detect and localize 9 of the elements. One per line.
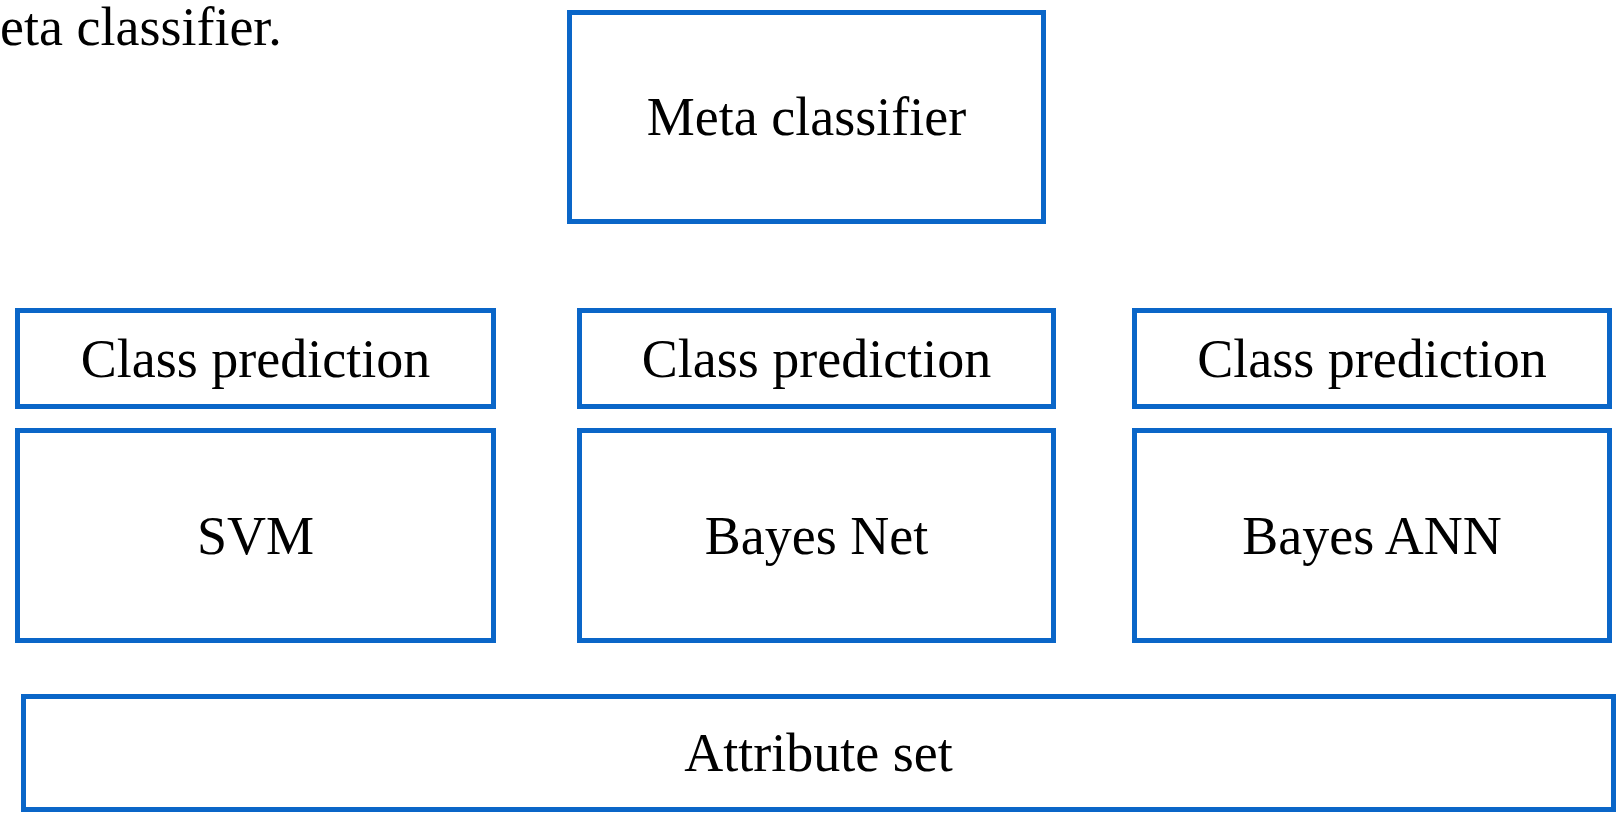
caption-text: eta classifier. <box>0 0 282 54</box>
classifier-box: Bayes Net <box>577 428 1056 643</box>
classifier-box: SVM <box>15 428 496 643</box>
classifier-box: Bayes ANN <box>1132 428 1612 643</box>
prediction-box: Class prediction <box>1132 308 1612 409</box>
prediction-box: Class prediction <box>577 308 1056 409</box>
attribute-box: Attribute set <box>21 694 1616 812</box>
meta-classifier-box: Meta classifier <box>567 10 1046 224</box>
prediction-box: Class prediction <box>15 308 496 409</box>
